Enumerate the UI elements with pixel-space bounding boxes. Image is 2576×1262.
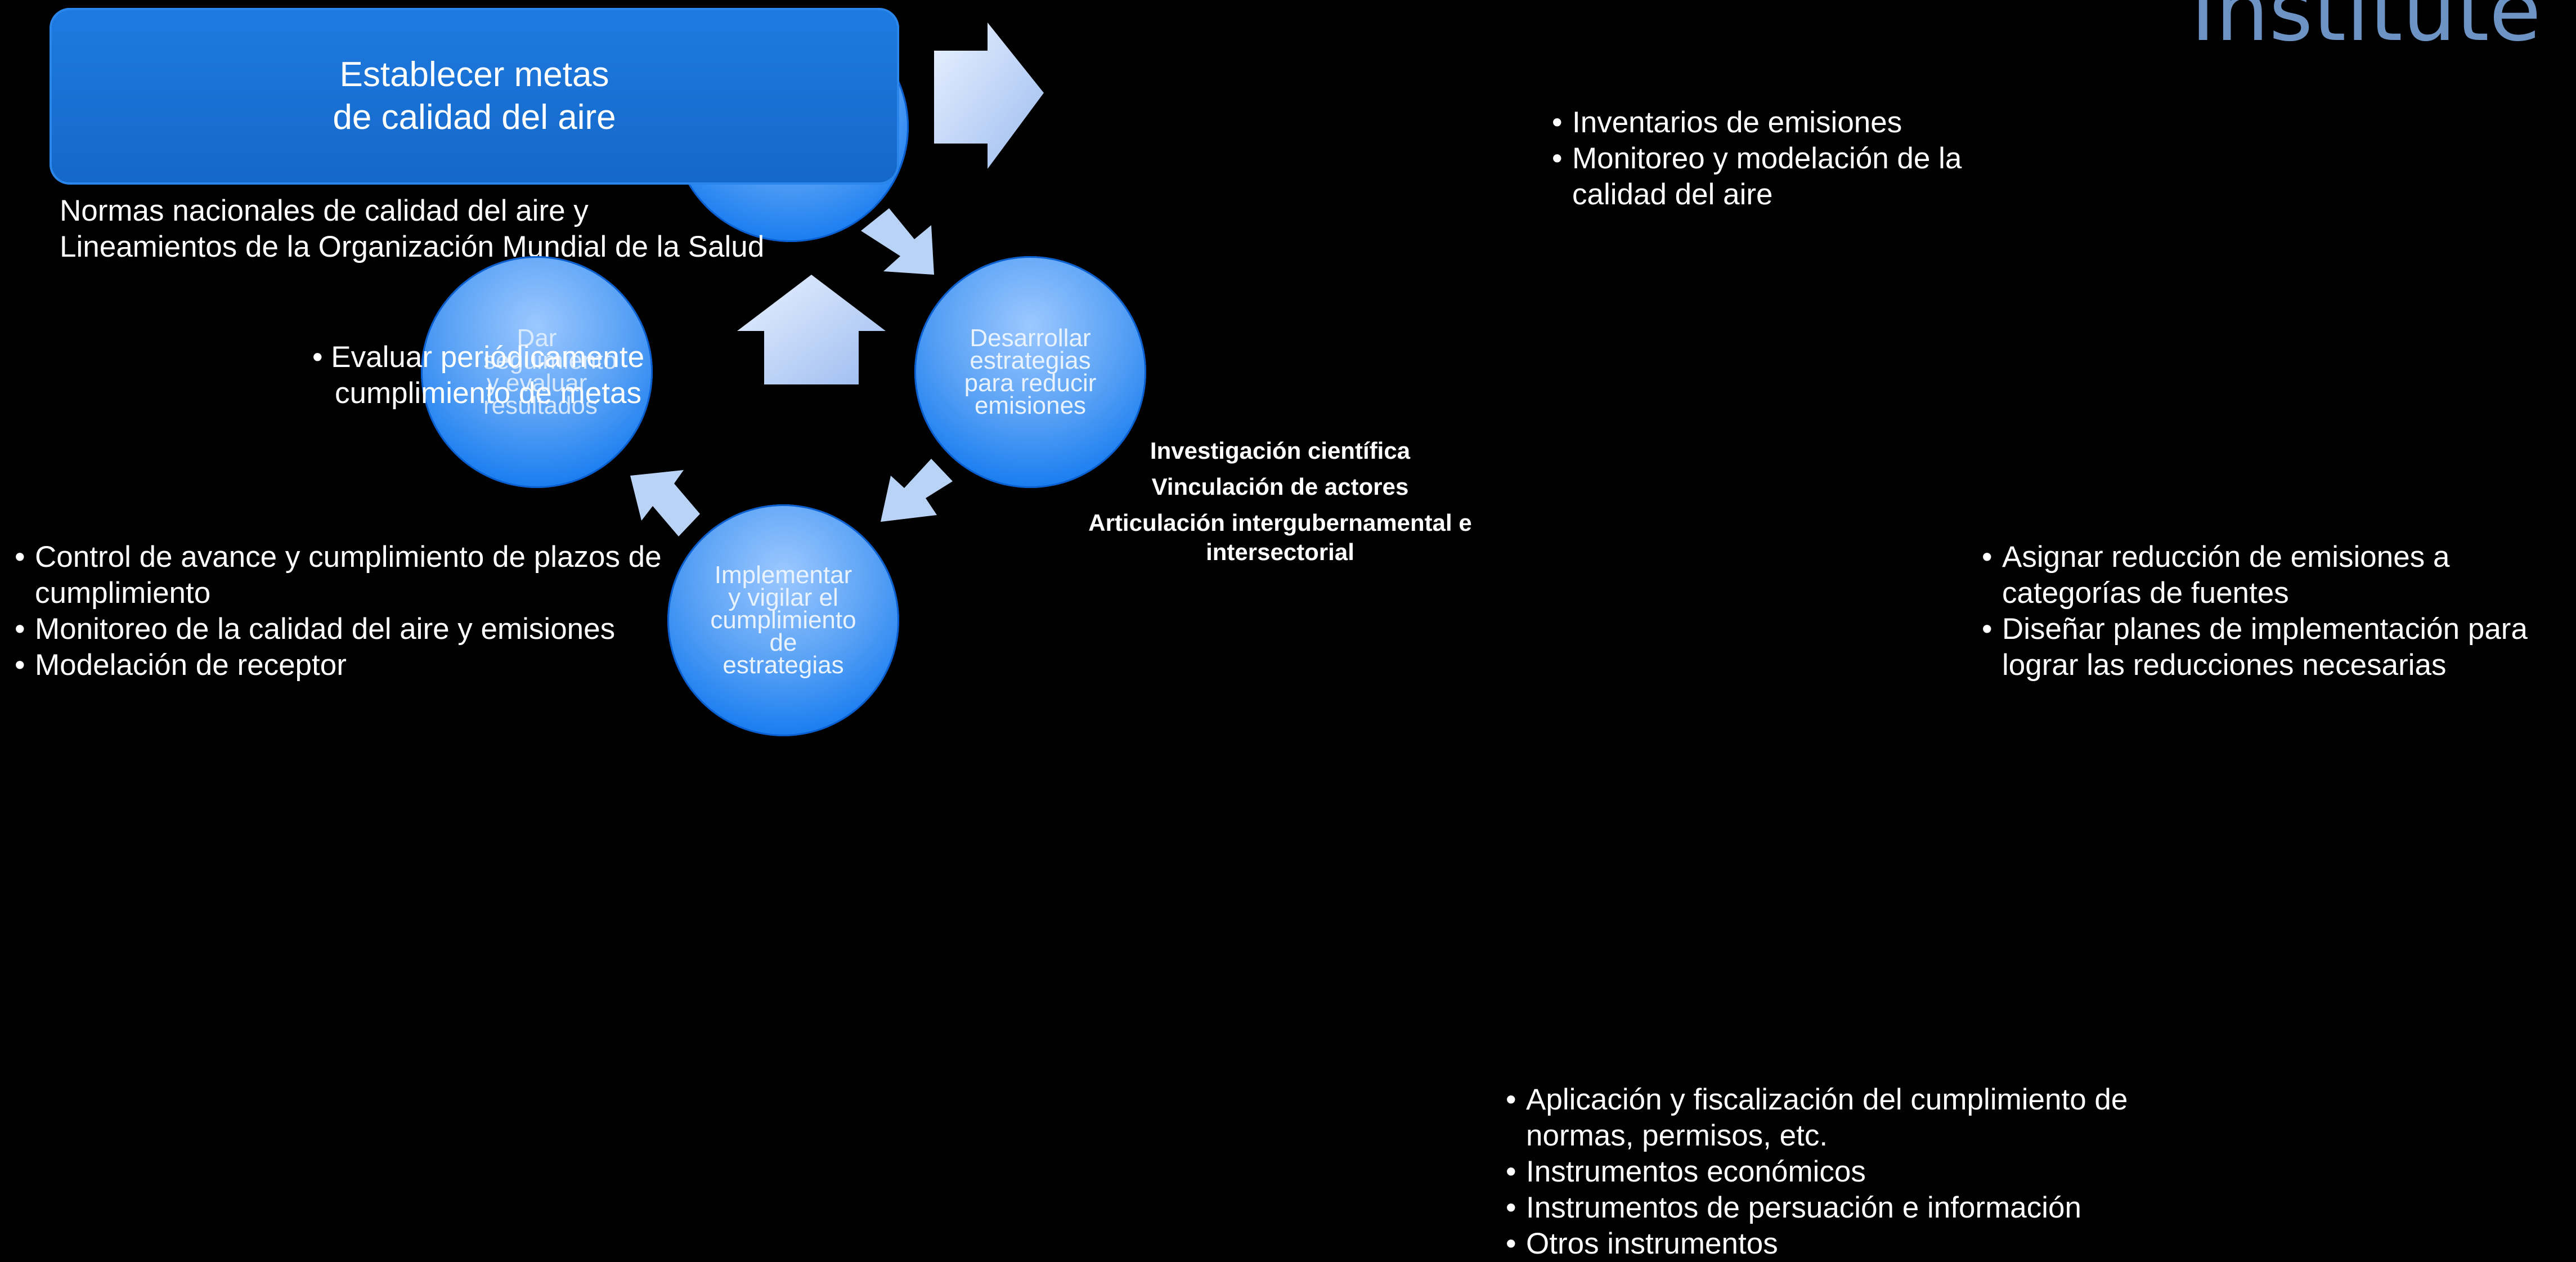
arrow-down-left-icon <box>881 459 953 522</box>
bullet-disenar: Diseñar planes de implementación paralog… <box>1982 611 2528 683</box>
arrow-up-icon <box>737 275 886 384</box>
brand-title: Institute <box>2191 0 2541 60</box>
label-articulacion: Articulación intergubernamental e <box>1088 509 1472 536</box>
evaluate-line-2: cumplimiento de metas <box>335 377 641 410</box>
bullet-modelacion: Modelación de receptor <box>15 647 662 683</box>
norms-line-2: Lineamientos de la Organización Mundial … <box>60 230 765 263</box>
bullet-aplicacion: Aplicación y fiscalización del cumplimie… <box>1506 1082 2128 1154</box>
evaluate-bullet: • Evaluar periódicamente cumplimiento de… <box>312 339 644 411</box>
circle-desarrollar-label: Desarrollar estrategias para reducir emi… <box>964 324 1097 419</box>
circle-desarrollar: Desarrollar estrategias para reducir emi… <box>914 256 1146 488</box>
top-right-bullets: Inventarios de emisiones Monitoreo y mod… <box>1552 105 1962 213</box>
circle-implementar-label: Implementar y vigilar el cumplimiento de… <box>710 561 856 679</box>
circle-dar: Dar seguimiento y evaluar resultados <box>421 256 653 488</box>
bottom-bullets: Aplicación y fiscalización del cumplimie… <box>1506 1082 2128 1262</box>
bullet-inventarios: Inventarios de emisiones <box>1552 105 1962 141</box>
goal-line-2: de calidad del aire <box>333 98 616 137</box>
right-bullets: Asignar reducción de emisiones acategorí… <box>1982 539 2528 683</box>
norms-line-1: Normas nacionales de calidad del aire y <box>60 194 589 227</box>
evaluate-line-1: • Evaluar periódicamente <box>312 341 645 374</box>
norms-text: Normas nacionales de calidad del aire y … <box>60 193 764 265</box>
label-vinculacion: Vinculación de actores <box>1151 473 1409 500</box>
center-labels: Investigación científica Vinculación de … <box>1086 436 1474 567</box>
goal-box: Establecer metas de calidad del aire <box>50 8 899 185</box>
label-articulacion-2: intersectorial <box>1206 539 1354 565</box>
circle-implementar: Implementar y vigilar el cumplimiento de… <box>667 504 899 736</box>
arrow-right-icon <box>934 23 1044 169</box>
left-bullets: Control de avance y cumplimiento de plaz… <box>15 539 662 683</box>
goal-line-1: Establecer metas <box>339 55 609 94</box>
bullet-economicos: Instrumentos económicos <box>1506 1154 2128 1190</box>
bullet-persuacion: Instrumentos de persuación e información <box>1506 1190 2128 1226</box>
label-investigacion: Investigación científica <box>1150 437 1411 464</box>
arrow-up-left-icon <box>630 470 700 536</box>
arrow-down-right-icon <box>861 208 934 275</box>
bullet-asignar: Asignar reducción de emisiones acategorí… <box>1982 539 2528 611</box>
bullet-monitoreo: Monitoreo de la calidad del aire y emisi… <box>15 611 662 647</box>
bullet-otros: Otros instrumentos <box>1506 1226 2128 1262</box>
bullet-control-avance: Control de avance y cumplimiento de plaz… <box>15 539 662 611</box>
